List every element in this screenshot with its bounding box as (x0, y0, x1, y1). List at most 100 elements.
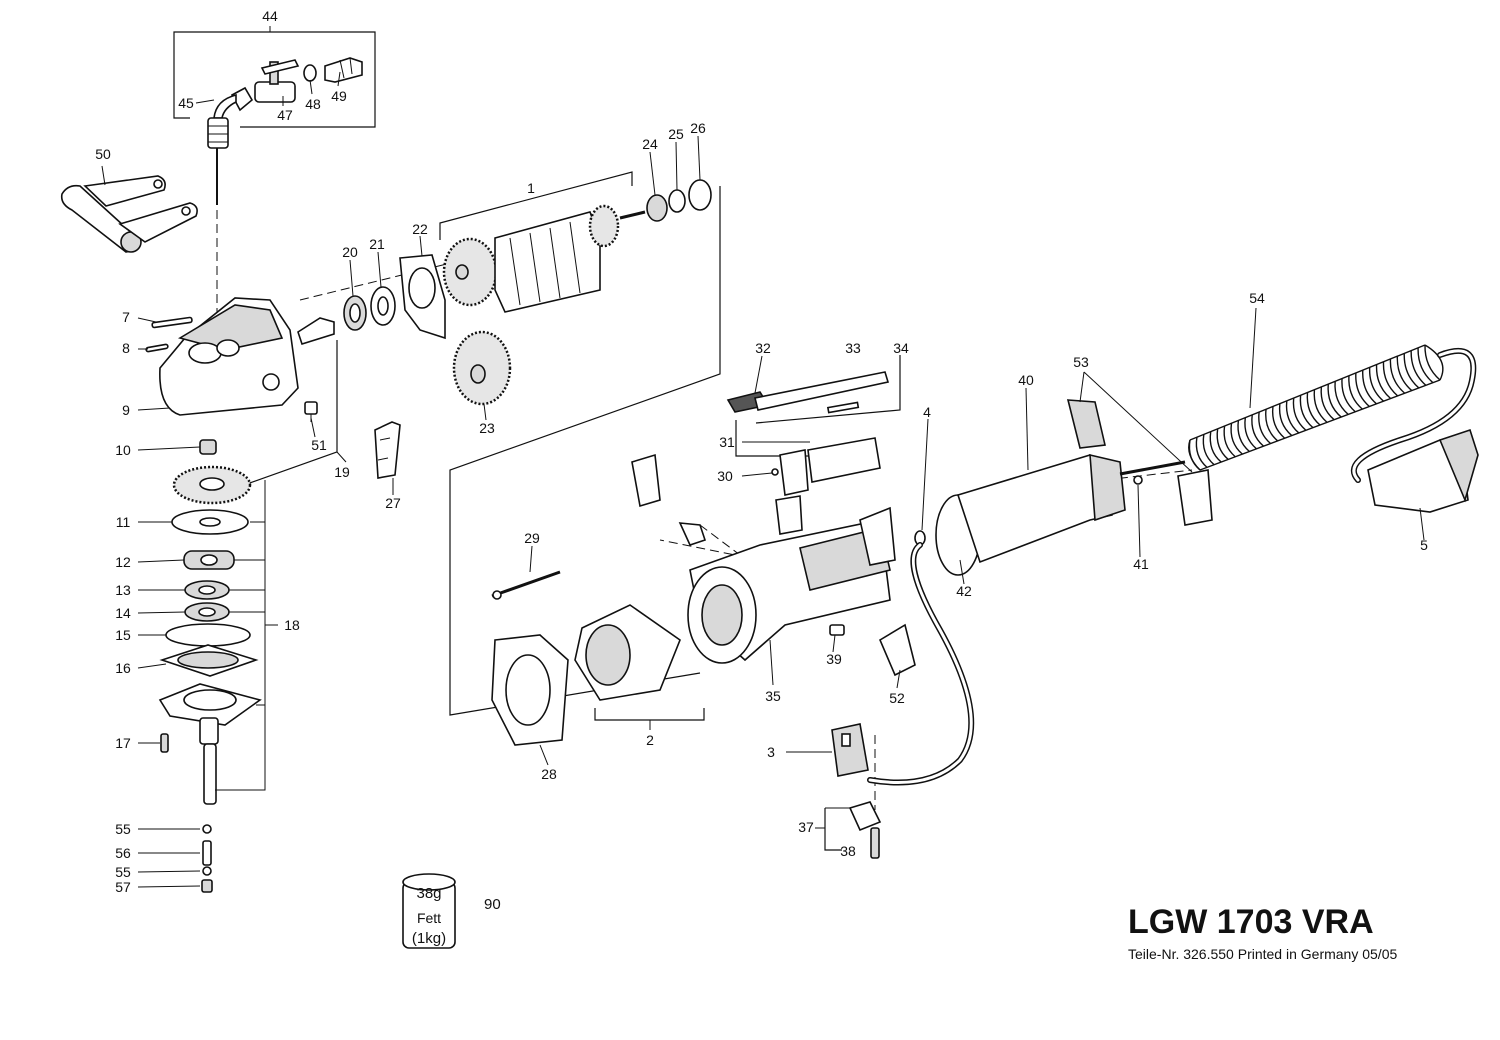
coil-ring (1417, 347, 1434, 384)
grease-package: (1kg) (412, 930, 446, 947)
callout-40: 40 (1018, 372, 1034, 388)
callout-13: 13 (115, 582, 131, 598)
callout-20: 20 (342, 244, 358, 260)
callout-30: 30 (717, 468, 733, 484)
callout-48: 48 (305, 96, 321, 112)
callout-5: 5 (1420, 537, 1428, 553)
coil-ring (1334, 381, 1349, 415)
callout-41: 41 (1133, 556, 1149, 572)
callout-37: 37 (798, 819, 814, 835)
coil-ring (1251, 414, 1264, 447)
coil-ring (1195, 437, 1208, 468)
coil-ring (1306, 392, 1321, 426)
callout-45: 45 (178, 95, 194, 111)
callout-34: 34 (893, 340, 909, 356)
callout-47: 47 (277, 107, 293, 123)
callout-18: 18 (284, 617, 300, 633)
callout-49: 49 (331, 88, 347, 104)
callout-23: 23 (479, 420, 495, 436)
coil-ring (1244, 417, 1257, 450)
leader-lines (101, 71, 1425, 888)
callout-4: 4 (923, 404, 931, 420)
callout-9: 9 (122, 402, 130, 418)
callout-56: 56 (115, 845, 131, 861)
callout-29: 29 (524, 530, 540, 546)
coil-ring (1278, 403, 1293, 437)
switch-parts (631, 371, 916, 677)
callout-14: 14 (115, 605, 131, 621)
callout-54: 54 (1249, 290, 1265, 306)
side-handle (60, 175, 198, 253)
callout-1: 1 (527, 180, 535, 196)
plug-and-cord (867, 348, 1479, 786)
armature (442, 179, 712, 313)
gear-housing (145, 297, 335, 422)
callout-22: 22 (412, 221, 428, 237)
coil-ring (1368, 367, 1384, 402)
callout-26: 25 (668, 126, 684, 142)
callout-3: 3 (767, 744, 775, 760)
callout-16: 16 (115, 660, 131, 676)
callout-35: 35 (765, 688, 781, 704)
bearing-set (343, 254, 446, 340)
coil-ring (1265, 409, 1279, 442)
callout-12: 12 (115, 554, 131, 570)
callout-42: 42 (956, 583, 972, 599)
callout-51: 51 (311, 437, 327, 453)
cable-protection-coil (1188, 344, 1444, 471)
coil-ring (1389, 358, 1406, 394)
coil-ring (1424, 344, 1441, 381)
spur-gear (452, 330, 512, 406)
coil-ring (1320, 386, 1335, 421)
coil-ring (1382, 361, 1399, 397)
callout-21: 21 (369, 236, 385, 252)
coil-ring (1230, 423, 1243, 455)
spindle-stack (158, 439, 262, 893)
callout-57: 57 (115, 879, 131, 895)
coil-ring (1410, 350, 1427, 386)
callout-2: 2 (646, 732, 654, 748)
grease-part-number: 90 (484, 896, 501, 913)
callout-17: 17 (115, 735, 131, 751)
coil-ring (1209, 431, 1222, 463)
callout-55a: 55 (115, 821, 131, 837)
coil-ring (1341, 378, 1356, 413)
grease-label: Fett (417, 910, 441, 926)
callout-50: 50 (95, 146, 111, 162)
coil-ring (1216, 428, 1229, 460)
coil-ring (1271, 406, 1286, 439)
motor-cover (914, 399, 1213, 576)
coil-ring (1202, 434, 1215, 466)
callout-38: 38 (840, 843, 856, 859)
callout-52: 52 (889, 690, 905, 706)
coil-ring (1223, 425, 1236, 458)
callout-25: 24 (642, 136, 658, 152)
callout-11: 11 (116, 514, 131, 530)
coil-ring (1299, 395, 1314, 429)
callout-10: 10 (115, 442, 131, 458)
grease-weight: 38g (416, 885, 441, 902)
grease-can: 38g Fett (1kg) 90 (402, 873, 501, 949)
coil-ring (1396, 356, 1413, 392)
model-title: LGW 1703 VRA (1128, 903, 1374, 941)
callout-31: 31 (719, 434, 735, 450)
callout-53: 53 (1073, 354, 1089, 370)
callout-24: 27 (385, 495, 401, 511)
coil-ring (1313, 389, 1328, 423)
callout-55b: 55 (115, 864, 131, 880)
coil-ring (1285, 400, 1300, 434)
motor-housing (491, 570, 681, 746)
coil-ring (1237, 420, 1250, 453)
main-housing (687, 506, 896, 664)
callout-8: 8 (122, 340, 130, 356)
coil-ring (1375, 364, 1392, 400)
coil-ring (1362, 370, 1377, 405)
callout-15: 15 (115, 627, 131, 643)
callout-44: 44 (262, 8, 278, 24)
callout-33: 33 (845, 340, 861, 356)
callout-28: 28 (541, 766, 557, 782)
switch-and-clamp (831, 723, 882, 859)
callout-27: 26 (690, 120, 706, 136)
coil-ring (1292, 398, 1307, 431)
